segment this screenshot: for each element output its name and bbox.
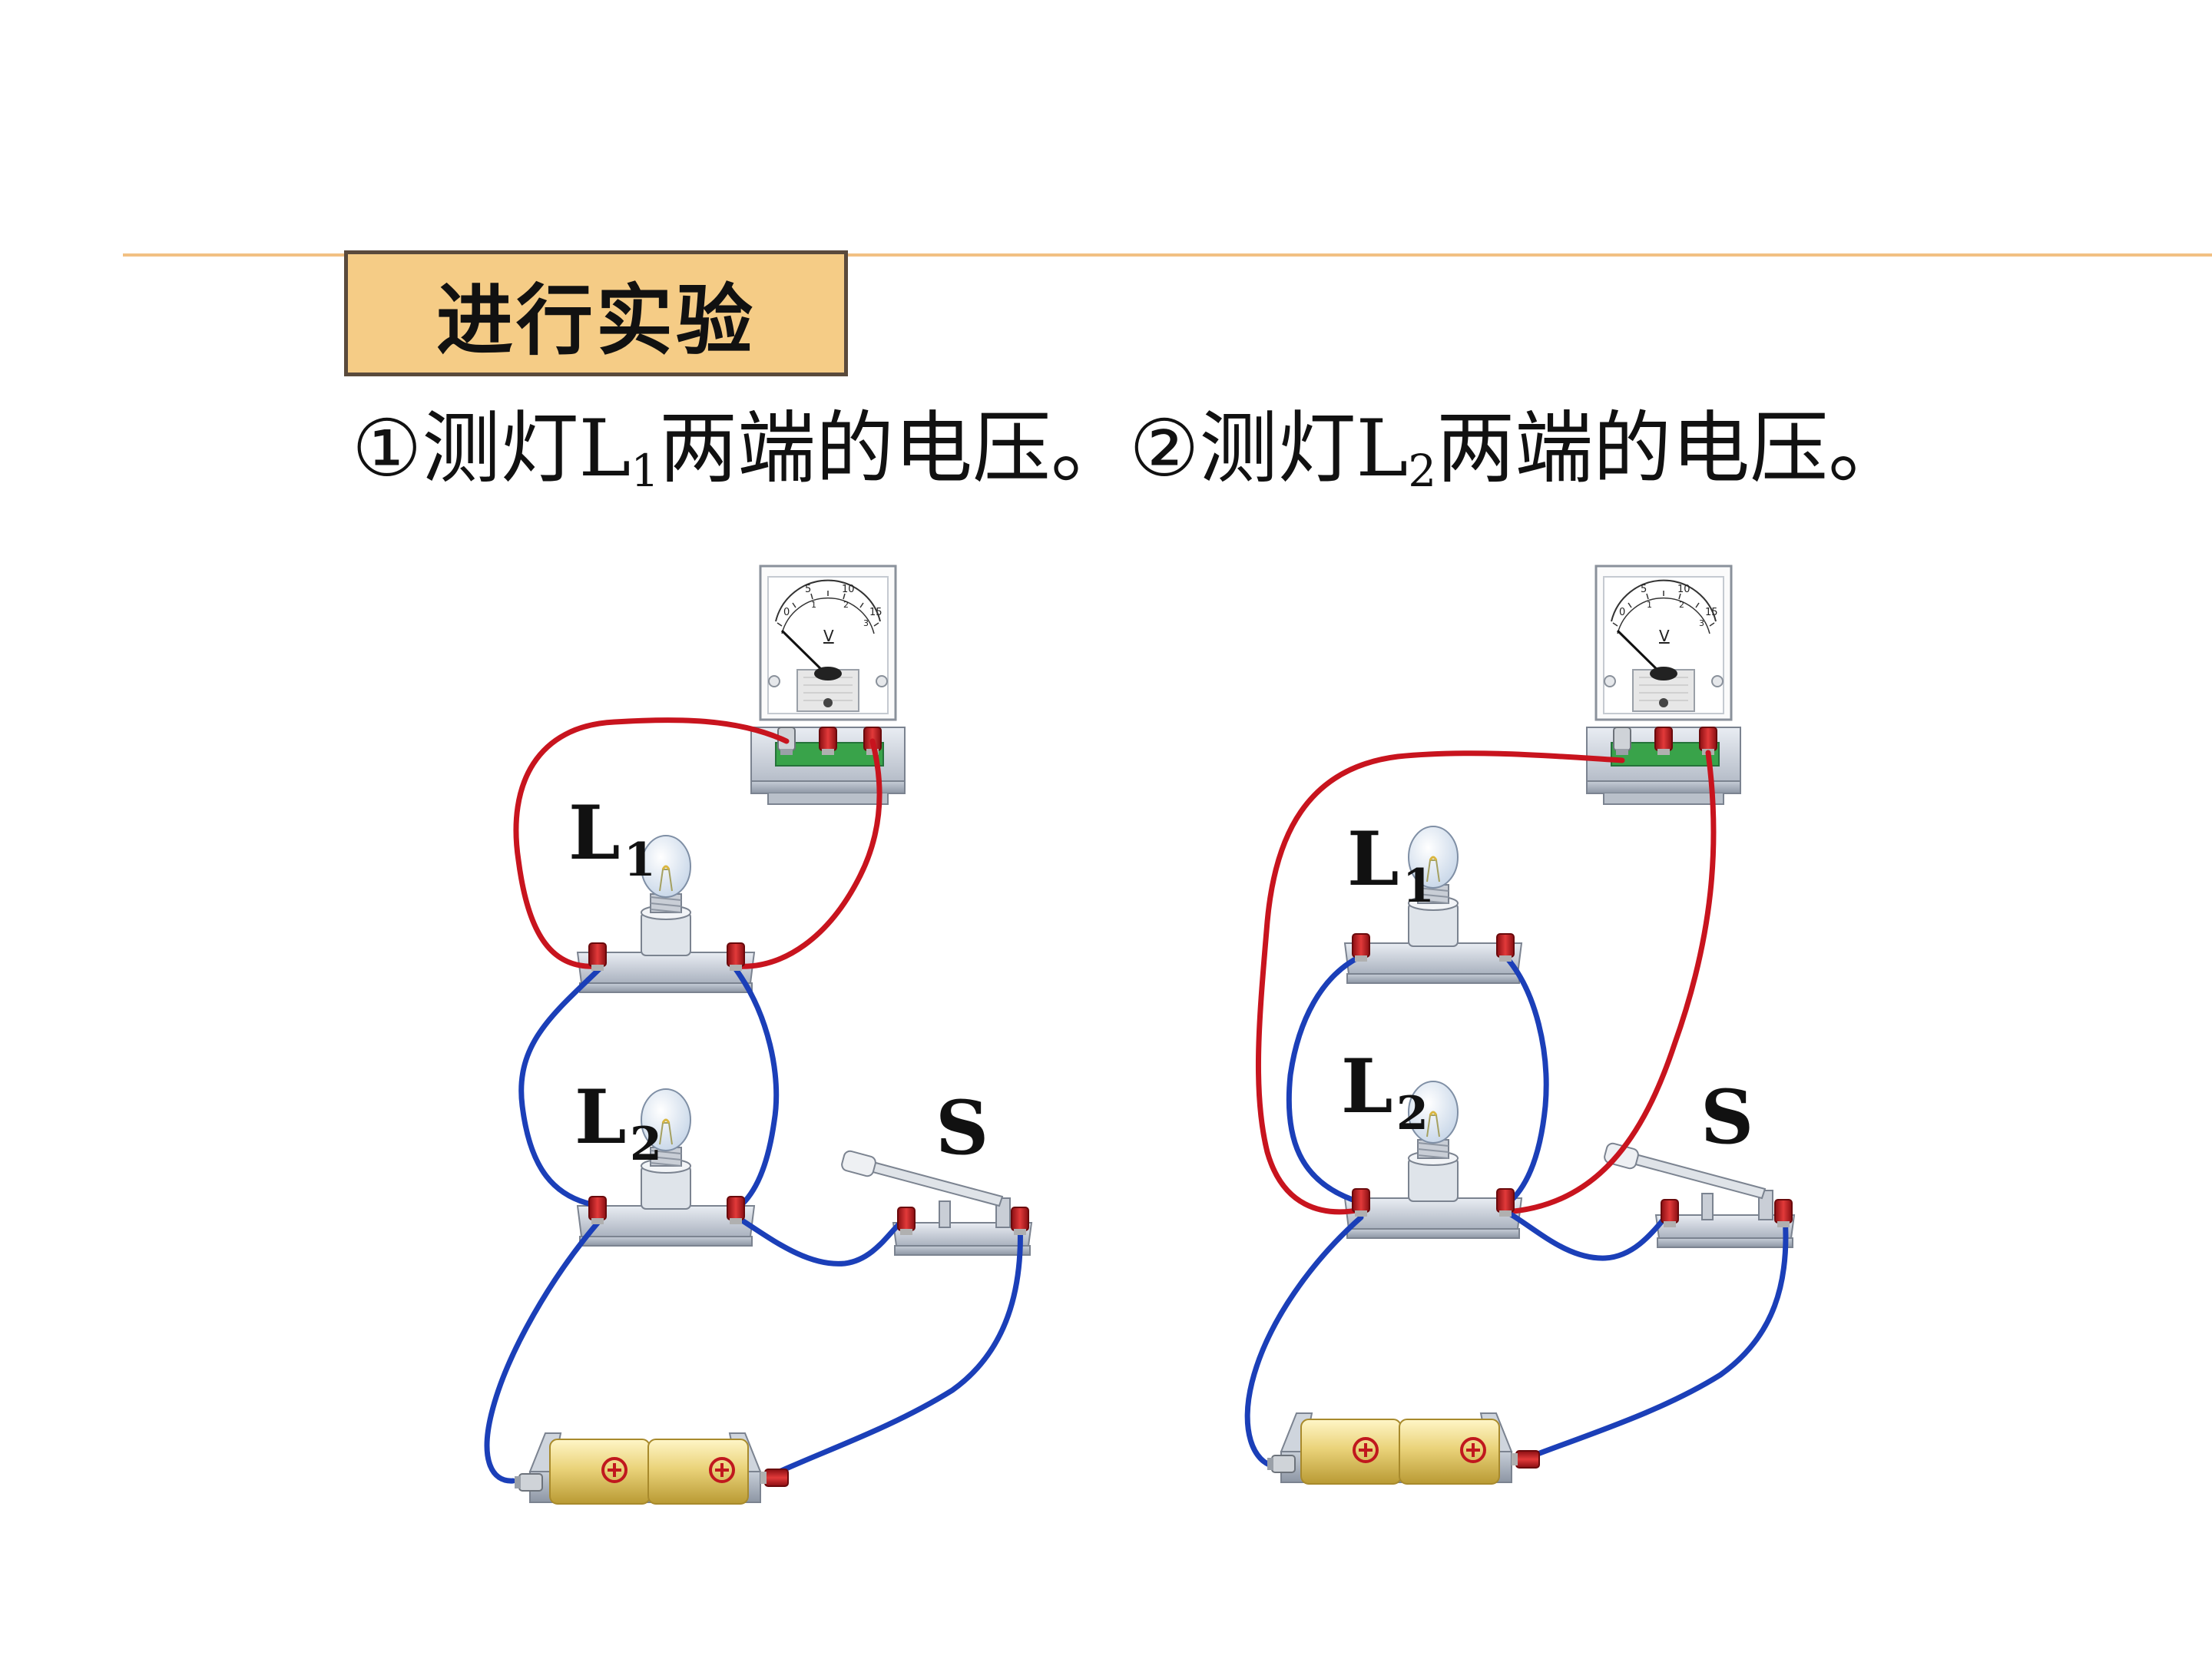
step1-lamp-subscript: 1 (631, 445, 660, 497)
label-l2-right-sub: 2 (1396, 1087, 1429, 1141)
step2-prefix: ②测灯 (1129, 403, 1356, 495)
label-l2-left-sub: 2 (630, 1118, 662, 1171)
meter-scale-15: 15 (1705, 607, 1718, 618)
meter-scale-1: 1 (811, 600, 816, 610)
meter-scale-0: 0 (1619, 607, 1625, 618)
section-heading-box: 进行实验 (344, 250, 848, 376)
circuit-left: 0 5 10 15 1 2 3 V (484, 565, 1032, 1505)
label-s-left: S (935, 1084, 988, 1171)
meter-scale-10: 10 (1677, 584, 1690, 595)
step1-lamp-symbol: L (578, 403, 631, 495)
meter-unit-label: V (1659, 627, 1670, 645)
meter-scale-5: 5 (805, 584, 811, 595)
meter-scale-5: 5 (1641, 584, 1647, 595)
voltmeter-right: 0 5 10 15 1 2 3 V (1585, 565, 1742, 806)
meter-scale-2: 2 (843, 600, 849, 610)
label-l2-left: L (575, 1074, 627, 1161)
meter-scale-1: 1 (1647, 600, 1652, 610)
step2-lamp-subscript: 2 (1408, 445, 1437, 497)
battery-right (1280, 1412, 1513, 1485)
step1-prefix: ①测灯 (352, 403, 579, 495)
circuit-right: 0 5 10 15 1 2 3 V (1244, 565, 1795, 1485)
battery-left (528, 1432, 762, 1505)
label-l1-left-sub: 1 (624, 833, 656, 887)
label-l1-right-sub: 1 (1402, 859, 1435, 913)
meter-scale-0: 0 (783, 607, 790, 618)
step1-suffix: 两端的电压。 (659, 403, 1130, 495)
label-s-right: S (1700, 1074, 1753, 1161)
meter-unit-label: V (823, 627, 834, 645)
experiment-instructions: ①测灯L1两端的电压。②测灯L2两端的电压。 (352, 392, 2180, 507)
label-l2-right: L (1341, 1043, 1393, 1130)
meter-scale-3: 3 (1699, 618, 1704, 628)
meter-scale-2: 2 (1679, 600, 1684, 610)
meter-scale-3: 3 (863, 618, 869, 628)
meter-scale-15: 15 (869, 607, 882, 618)
meter-scale-10: 10 (842, 584, 855, 595)
section-heading: 进行实验 (436, 275, 756, 366)
label-l1-right: L (1347, 816, 1399, 902)
step2-lamp-symbol: L (1356, 403, 1409, 495)
voltmeter-left: 0 5 10 15 1 2 3 V (750, 565, 906, 806)
label-l1-left: L (568, 790, 621, 876)
title-divider-line (123, 253, 2212, 257)
switch-right (1602, 1141, 1795, 1248)
step2-suffix: 两端的电压。 (1436, 403, 1907, 495)
